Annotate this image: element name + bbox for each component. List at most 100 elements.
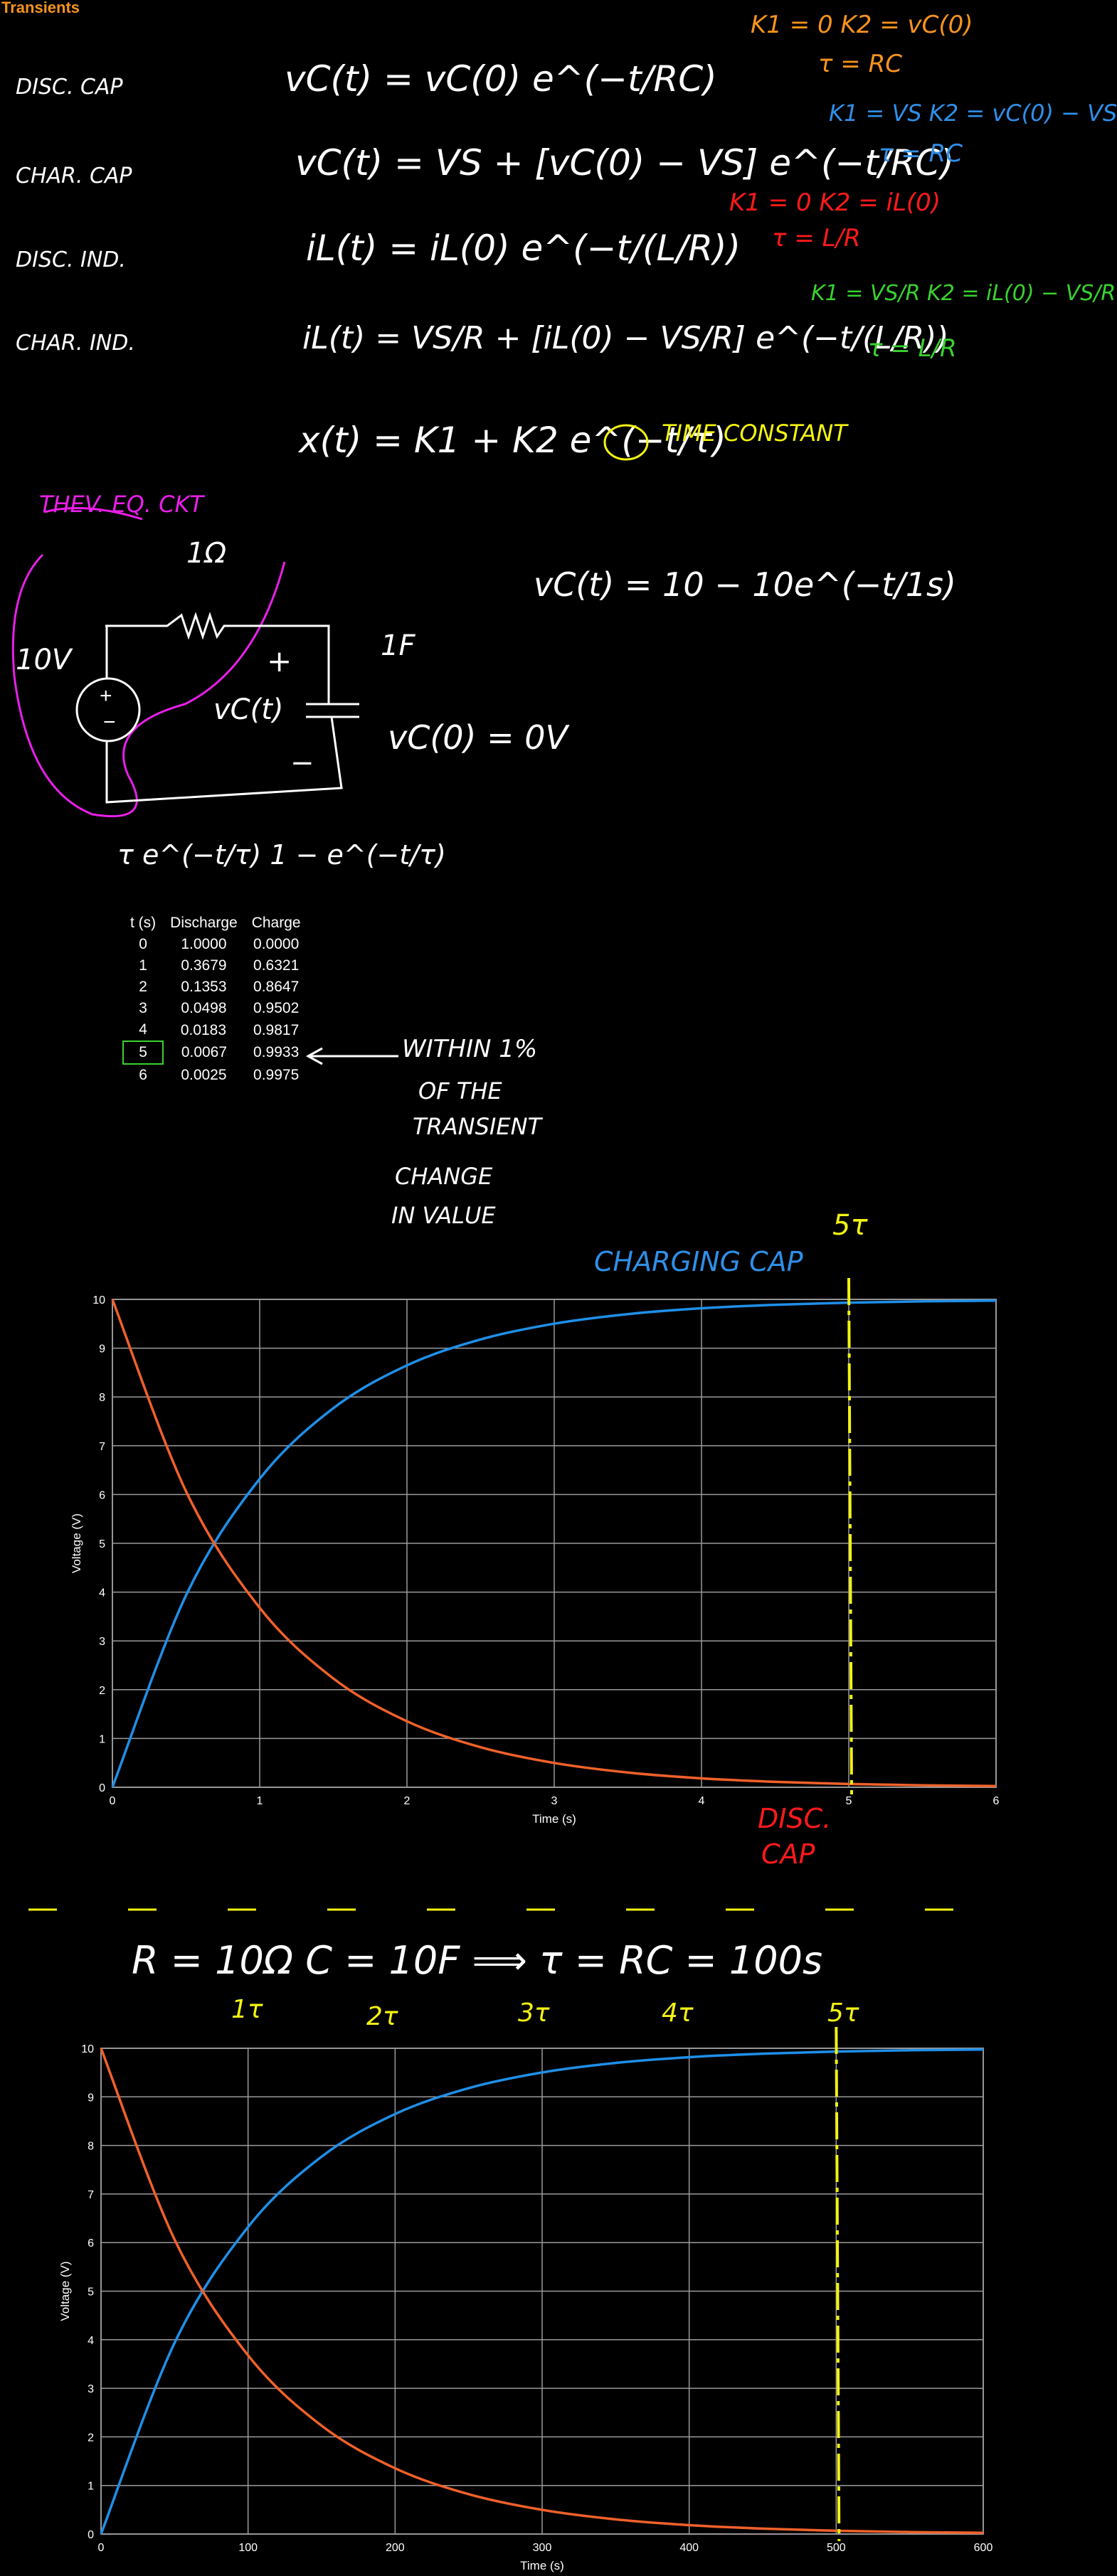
tau-header: τ e^(−t/τ) 1 − e^(−t/τ): [117, 839, 446, 871]
within-note-3: TRANSIENT: [413, 1113, 542, 1140]
x-tick-label: 300: [533, 2542, 552, 2554]
table-row: 5 0.0067 0.9933: [122, 1040, 308, 1065]
cap-minus: −: [290, 747, 314, 779]
label-char-cap: CHAR. CAP: [16, 164, 132, 188]
svg-text:−: −: [103, 710, 116, 734]
equation-general: x(t) = K1 + K2 e^(−t/τ): [299, 420, 726, 461]
equation-disc-cap: vC(t) = vC(0) e^(−t/RC): [285, 58, 717, 100]
x-tick-label: 0: [98, 2542, 105, 2554]
tau-mark-1: 1τ: [231, 1995, 263, 2024]
equation-char-ind: iL(t) = VS/R + [iL(0) − VS/R] e^(−t/(L/R…: [302, 320, 949, 356]
table-row: 6 0.0025 0.9975: [123, 1064, 308, 1086]
table-header-discharge: Discharge: [170, 915, 238, 931]
five-tau-label: 5τ: [832, 1209, 868, 1242]
table-cell: 4: [139, 1021, 147, 1038]
thevenin-circuit: + −: [11, 506, 359, 818]
table-cell: 0.9975: [253, 1066, 300, 1083]
separator-dash: [28, 1908, 996, 1911]
params-disc-ind: K1 = 0 K2 = iL(0): [729, 188, 941, 217]
tau-char-ind: τ = L/R: [868, 334, 957, 363]
table-cell: 6: [139, 1067, 147, 1083]
x-tick-label: 200: [386, 2542, 405, 2554]
x-tick-label: 5: [846, 1795, 852, 1807]
tau-mark-4: 4τ: [662, 1998, 694, 2028]
table-header-time: t (s): [130, 915, 157, 931]
series-line-1: [111, 1299, 997, 1788]
y-tick-label: 4: [88, 2335, 94, 2347]
table-cell: 1: [139, 957, 147, 974]
table-cell: 5: [122, 1040, 164, 1065]
tau-circle: [603, 424, 649, 461]
y-tick-label: 9: [99, 1343, 105, 1356]
y-tick-label: 3: [88, 2383, 94, 2395]
table-row: 1 0.3679 0.6321: [123, 955, 308, 976]
tau-mark-5: 5τ: [827, 1998, 859, 2028]
y-tick-label: 7: [88, 2189, 94, 2201]
x-tick-label: 6: [993, 1795, 1000, 1807]
y-tick-label: 1: [99, 1733, 105, 1745]
tau-disc-cap: τ = RC: [818, 50, 902, 78]
change-note-2: IN VALUE: [391, 1202, 496, 1229]
svg-text:+: +: [100, 684, 112, 708]
within-note-1: WITHIN 1%: [402, 1035, 538, 1063]
table-cell: 0.0025: [181, 1066, 227, 1083]
x-tick-label: 400: [679, 2542, 699, 2554]
source-value: 10V: [16, 644, 72, 676]
disc-cap-label-2: CAP: [761, 1838, 815, 1870]
label-disc-cap: DISC. CAP: [16, 75, 123, 100]
table-cell: 3: [139, 1000, 147, 1016]
table-header-row: t (s) Discharge Charge: [123, 912, 308, 934]
y-tick-label: 2: [99, 1685, 105, 1697]
capacitor-value: 1F: [381, 629, 415, 662]
table-cell: 0.9933: [253, 1044, 300, 1060]
y-tick-label: 8: [99, 1392, 105, 1404]
table-header-charge: Charge: [251, 915, 301, 931]
x-tick-label: 100: [238, 2542, 258, 2554]
x-tick-label: 500: [827, 2542, 846, 2554]
table-cell: 0: [139, 936, 147, 952]
label-char-ind: CHAR. IND.: [16, 331, 135, 356]
y-tick-label: 6: [99, 1489, 105, 1501]
y-tick-label: 0: [99, 1782, 105, 1794]
x-tick-label: 3: [551, 1795, 558, 1807]
x-tick-label: 600: [974, 2542, 993, 2554]
series-line-0: [100, 2048, 984, 2535]
tau-mark-3: 3τ: [518, 1998, 550, 2028]
table-cell: 0.8647: [253, 979, 300, 995]
params-disc-cap: K1 = 0 K2 = vC(0): [751, 11, 973, 39]
disc-cap-label-1: DISC.: [758, 1803, 832, 1834]
x-axis-label: Time (s): [520, 2559, 564, 2572]
tau-mark-2: 2τ: [366, 2002, 398, 2031]
initial-condition: vC(0) = 0V: [388, 718, 568, 757]
five-tau-marker: [847, 1277, 853, 1795]
y-tick-label: 5: [99, 1538, 105, 1550]
tau-char-cap: τ = RC: [879, 139, 963, 168]
table-cell: 0.0067: [181, 1044, 228, 1060]
y-tick-label: 0: [88, 2529, 94, 2541]
y-tick-label: 7: [99, 1441, 105, 1453]
equation-char-cap: vC(t) = VS + [vC(0) − VS] e^(−t/RC): [295, 142, 954, 183]
solution-equation: vC(t) = 10 − 10e^(−t/1s): [534, 565, 956, 604]
table-cell: 1.0000: [181, 936, 227, 952]
table-cell: 0.9817: [253, 1021, 300, 1038]
table-cell: 0.6321: [253, 957, 300, 974]
page-title: Transients: [1, 0, 80, 16]
series-line-0: [111, 1299, 997, 1788]
table-cell: 0.3679: [181, 957, 227, 974]
y-tick-label: 2: [88, 2432, 94, 2444]
params-second: R = 10Ω C = 10F ⟹ τ = RC = 100s: [132, 1938, 823, 1983]
table-cell: 0.0000: [253, 936, 300, 952]
table-cell: 0.1353: [181, 979, 227, 995]
y-tick-label: 9: [88, 2092, 94, 2104]
y-tick-label: 6: [88, 2237, 94, 2250]
change-note-1: CHANGE: [395, 1163, 493, 1190]
charging-cap-label: CHARGING CAP: [594, 1246, 803, 1277]
x-tick-label: 1: [257, 1795, 263, 1807]
time-constant-label: TIME CONSTANT: [662, 420, 847, 447]
equation-disc-ind: iL(t) = iL(0) e^(−t/(L/R)): [306, 228, 741, 269]
resistor-value: 1Ω: [186, 537, 227, 570]
